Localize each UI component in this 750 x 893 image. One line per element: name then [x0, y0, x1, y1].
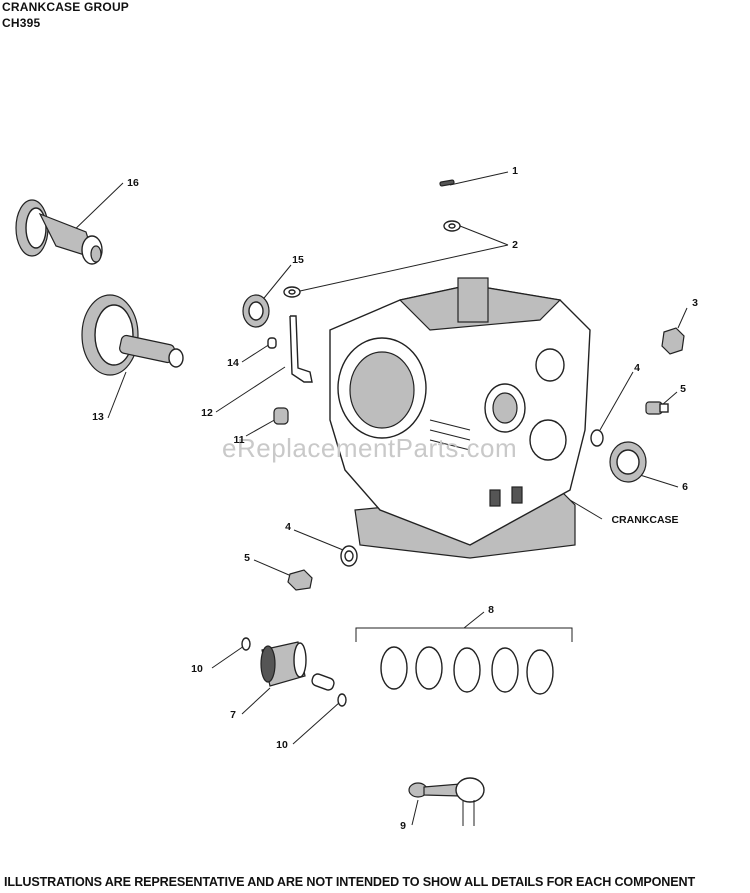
- piston-pin: [311, 673, 335, 691]
- diagram-title: CRANKCASE GROUP: [2, 0, 130, 14]
- part-4-washer-right: [590, 429, 604, 447]
- part-10-retainers: [241, 637, 347, 707]
- part-4-washer-lower: [340, 545, 358, 567]
- callout-12: 12: [201, 407, 213, 419]
- callout-8: 8: [488, 604, 494, 616]
- part-15-oil-seal: [242, 294, 270, 328]
- part-7-piston: [260, 641, 307, 687]
- part-1-pin: [439, 179, 455, 187]
- part-3-nut: [661, 327, 685, 355]
- part-9-connecting-rod: [408, 777, 485, 826]
- watermark: eReplacementParts.com: [222, 433, 518, 463]
- callout-11: 11: [233, 434, 245, 446]
- callout-13: 13: [92, 411, 104, 423]
- disclaimer-footer: ILLUSTRATIONS ARE REPRESENTATIVE AND ARE…: [4, 875, 695, 889]
- callout-4-right: 4: [634, 362, 640, 374]
- crankcase-body: [329, 277, 591, 559]
- callout-10-lower: 10: [276, 739, 288, 751]
- callout-14: 14: [227, 357, 239, 369]
- callout-6: 6: [682, 481, 688, 493]
- part-14-dowel: [267, 337, 277, 349]
- part-11-plug: [273, 407, 289, 425]
- callout-5-lower: 5: [244, 552, 250, 564]
- callout-7: 7: [230, 709, 236, 721]
- callout-3: 3: [692, 297, 698, 309]
- callout-crankcase: CRANKCASE: [611, 514, 679, 526]
- callout-1: 1: [512, 165, 518, 177]
- part-12-tube: [289, 315, 313, 383]
- part-5-plug-right: [645, 401, 669, 415]
- callout-10-upper: 10: [191, 663, 203, 675]
- callout-15: 15: [292, 254, 304, 266]
- part-8-piston-rings: [380, 646, 554, 695]
- callout-16: 16: [127, 177, 139, 189]
- callout-9: 9: [400, 820, 406, 832]
- callout-5-right: 5: [680, 383, 686, 395]
- part-6-oil-seal: [609, 441, 647, 483]
- part-5-drain-plug: [287, 569, 313, 591]
- leader-lines: [67, 171, 688, 826]
- part-2-washers: [283, 220, 461, 298]
- model-number: CH395: [2, 16, 41, 30]
- callout-2: 2: [512, 239, 518, 251]
- part-13-camshaft: [81, 294, 184, 376]
- callout-4-lower: 4: [285, 521, 291, 533]
- part-16-balance-gear: [15, 199, 103, 265]
